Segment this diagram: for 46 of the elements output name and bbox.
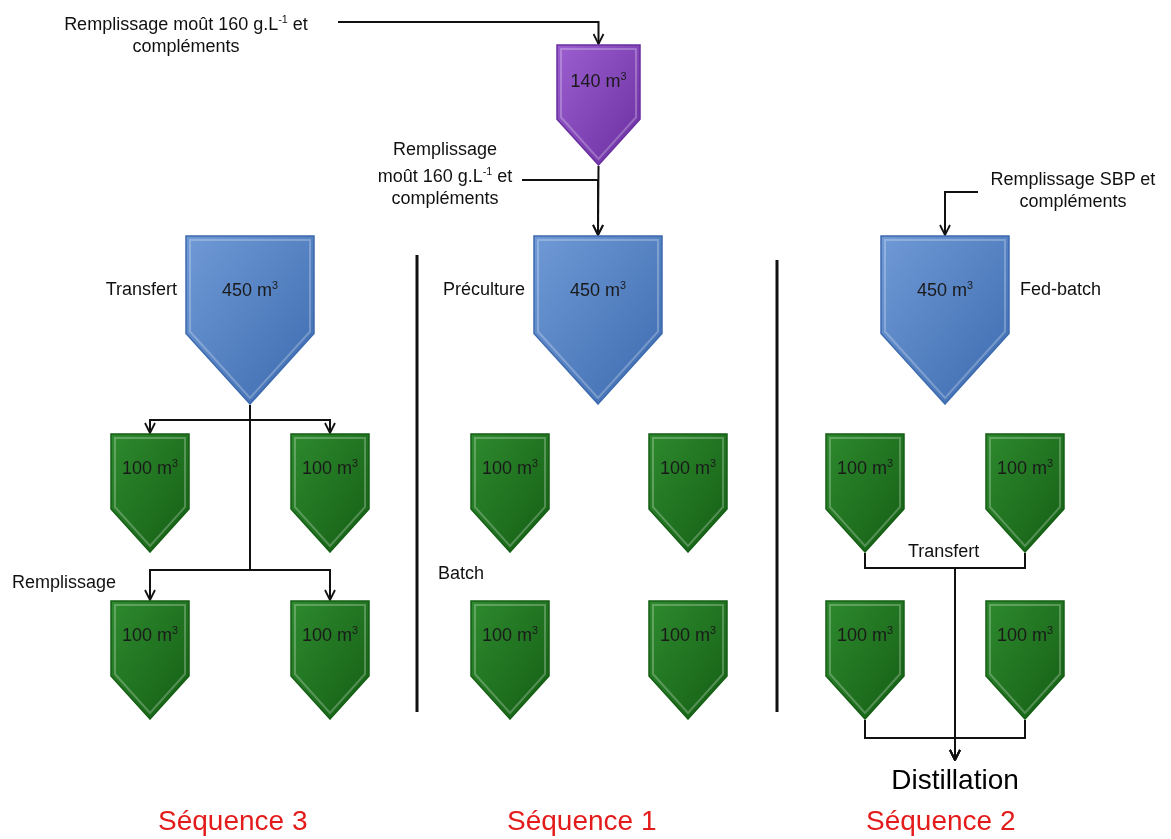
sequence-title: Séquence 1: [507, 805, 657, 837]
tank: [825, 600, 905, 720]
volume-label: 100 m$^{3}$: [835, 456, 894, 479]
volume-label: 100 m$^{3}$: [835, 623, 894, 646]
tank-label: Transfert: [105, 279, 177, 300]
annotation-text: Remplissage SBP et compléments: [982, 168, 1164, 220]
step-label: Remplissage: [12, 572, 117, 593]
volume-label: 100 m$^{3}$: [995, 456, 1054, 479]
volume-label: 100 m$^{3}$: [300, 456, 359, 479]
arrow: [337, 21, 605, 45]
sequence-title: Séquence 3: [158, 805, 308, 837]
volume-label: 100 m$^{3}$: [480, 623, 539, 646]
tank: [985, 433, 1065, 553]
volume-label: 100 m$^{3}$: [480, 456, 539, 479]
tank: [648, 600, 728, 720]
volume-label: 140 m$^{3}$: [569, 69, 628, 92]
tank: [290, 600, 370, 720]
volume-label: 450 m$^{3}$: [915, 278, 974, 301]
step-label: Batch: [438, 563, 485, 584]
arrow: [249, 404, 336, 601]
volume-label: 100 m$^{3}$: [658, 623, 717, 646]
destination-label: Distillation: [872, 760, 1038, 800]
tank: [985, 600, 1065, 720]
tank: [470, 600, 550, 720]
volume-label: 100 m$^{3}$: [120, 623, 179, 646]
tank: [648, 433, 728, 553]
sequence-title: Séquence 2: [866, 805, 1016, 837]
tank-label: Préculture: [442, 279, 525, 300]
tank-label: Fed-batch: [1020, 279, 1102, 300]
volume-label: 450 m$^{3}$: [568, 278, 627, 301]
arrow: [521, 179, 604, 236]
tank: [110, 433, 190, 553]
tank: [290, 433, 370, 553]
annotation-text: Remplissage moût 160 g.L$^{-1}$ et compléments: [372, 138, 518, 216]
tank: [556, 44, 641, 166]
tank: [470, 433, 550, 553]
arrow: [939, 191, 979, 236]
tank: [110, 600, 190, 720]
volume-label: 100 m$^{3}$: [120, 456, 179, 479]
arrow: [949, 719, 1026, 761]
volume-label: 100 m$^{3}$: [658, 456, 717, 479]
annotation-text: Remplissage moût 160 g.L$^{-1}$ et compléments: [38, 8, 334, 60]
volume-label: 100 m$^{3}$: [995, 623, 1054, 646]
tank: [825, 433, 905, 553]
volume-label: 100 m$^{3}$: [300, 623, 359, 646]
volume-label: 450 m$^{3}$: [220, 278, 279, 301]
